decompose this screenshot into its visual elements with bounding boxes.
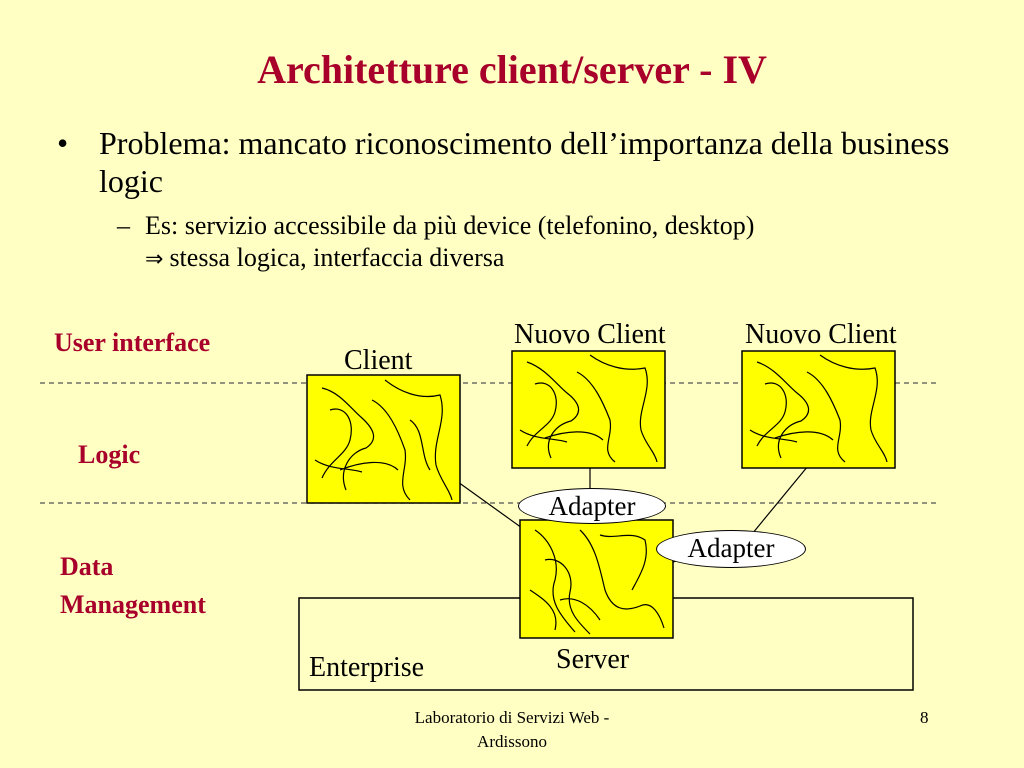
implies-icon: ⇒: [145, 247, 164, 272]
bullet-marker: •: [57, 125, 69, 161]
page-number: 8: [920, 708, 929, 727]
slide-title: Architetture client/server - IV: [257, 47, 767, 92]
adapter-1: Adapter: [518, 488, 666, 524]
layer-label-user-interface: User interface: [54, 328, 211, 357]
bullet-item-1: • Problema: mancato riconoscimento dell’…: [55, 124, 975, 200]
layer-label-logic: Logic: [78, 440, 141, 469]
server-box: [519, 519, 674, 639]
bullet-list: • Problema: mancato riconoscimento dell’…: [55, 124, 975, 276]
adapter-2: Adapter: [656, 530, 806, 568]
server-label: Server: [556, 644, 630, 675]
new-client-box-2: [741, 350, 896, 469]
sub-bullet-text: Es: servizio accessibile da più device (…: [145, 211, 755, 240]
footer-text: Laboratorio di Servizi Web - Ardissono: [414, 708, 610, 751]
enterprise-label: Enterprise: [309, 652, 425, 683]
connector-newclient2-adapter: [751, 465, 809, 535]
sub-bullet-text-2: stessa logica, interfaccia diversa: [169, 243, 505, 272]
new-client-label-1: Nuovo Client: [514, 319, 666, 350]
connector-client-server: [457, 481, 523, 529]
client-label: Client: [344, 345, 413, 376]
layer-label-management: Management: [60, 590, 206, 619]
bullet-item-2: – Es: servizio accessibile da più device…: [55, 210, 975, 276]
client-box: [306, 374, 461, 504]
new-client-label-2: Nuovo Client: [745, 319, 897, 350]
layer-label-data: Data: [60, 552, 114, 581]
sub-bullet-marker: –: [117, 211, 130, 240]
bullet-text-1: Problema: mancato riconoscimento dell’im…: [99, 125, 950, 199]
new-client-box-1: [511, 350, 666, 469]
